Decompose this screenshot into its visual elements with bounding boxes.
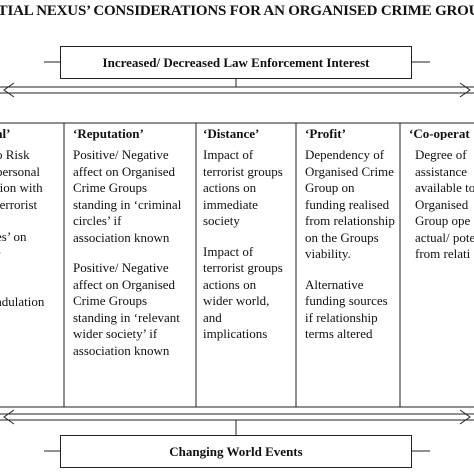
top-box-connectors [44,61,430,87]
column-body-profit: Dependency of Organised Crime Group on f… [305,147,395,341]
bottom-double-arrow [0,409,474,425]
column-body-reputation: Positive/ Negative affect on Organised C… [73,147,182,358]
column-header-reputation: ‘Reputation’ [73,126,144,141]
column-body-distance: Impact of terrorist groups actions on im… [203,147,283,341]
top-double-arrow [0,82,474,98]
column-header: al’ [0,126,11,141]
column-header-cooperation: ‘Co-operat [409,127,470,140]
column-body: o Risk personal tion with terrorist es’ … [0,147,45,309]
table-frame [0,122,474,408]
bottom-box-connectors [44,420,430,452]
law-enforcement-interest-box: Increased/ Decreased Law Enforcement Int… [60,46,412,79]
column-header-distance: ‘Distance’ [203,126,260,141]
column-body-cooperation: Degree of assistance available to Organi… [415,147,474,261]
changing-world-events-box: Changing World Events [60,435,412,468]
column-header-profit: ‘Profit’ [305,126,346,141]
